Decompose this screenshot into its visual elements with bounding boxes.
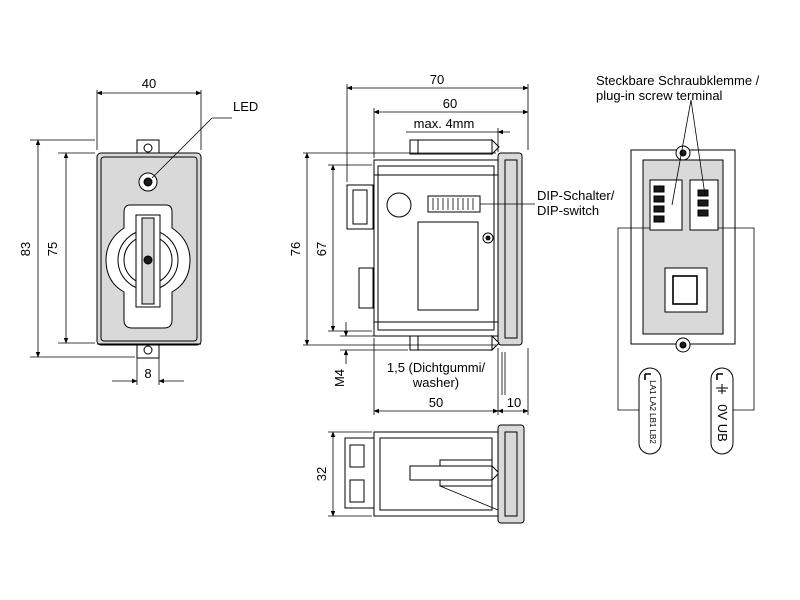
label-dip-en: DIP-switch xyxy=(537,203,599,218)
label-dip-de: DIP-Schalter/ xyxy=(537,188,615,203)
label-plug-right: 0V UB xyxy=(715,404,730,442)
dim-front-height-inner: 75 xyxy=(45,242,60,256)
dim-side-height-67: 67 xyxy=(314,242,329,256)
dim-front-width: 40 xyxy=(142,76,156,91)
dim-side-max: max. 4mm xyxy=(414,116,475,131)
plug-right xyxy=(710,367,734,455)
label-led: LED xyxy=(233,99,258,114)
dim-bottom-height-32: 32 xyxy=(314,467,329,481)
label-plug-left: LA1 LA2 LB1 LB2 xyxy=(648,380,657,444)
ground-icon xyxy=(716,384,728,394)
dim-front-height-outer: 83 xyxy=(18,242,33,256)
dim-side-m4: M4 xyxy=(332,369,347,387)
bottom-view: 32 xyxy=(314,424,525,524)
dim-side-width-total: 70 xyxy=(430,72,444,87)
rear-view: Steckbare Schraubklemme / plug-in screw … xyxy=(596,73,760,455)
dim-side-width-60: 60 xyxy=(443,96,457,111)
bottom-front-plate xyxy=(497,424,525,524)
plug-left xyxy=(638,367,662,455)
rear-window xyxy=(664,267,708,313)
dim-side-height-76: 76 xyxy=(288,242,303,256)
dip-switch xyxy=(427,195,481,213)
side-body xyxy=(373,159,499,337)
bottom-screw xyxy=(409,335,493,351)
dim-side-front-10: 10 xyxy=(507,395,521,410)
front-dimensions: 40 83 75 8 LED xyxy=(18,76,258,385)
top-screw xyxy=(409,139,493,155)
label-washer-de: 1,5 (Dichtgummi/ xyxy=(387,360,486,375)
label-washer-en: washer) xyxy=(412,375,459,390)
front-view xyxy=(96,139,202,359)
label-terminal-de: Steckbare Schraubklemme / xyxy=(596,73,760,88)
side-front-plate xyxy=(497,152,523,346)
side-view xyxy=(346,138,523,352)
dim-front-slot: 8 xyxy=(144,366,151,381)
dim-side-body-50: 50 xyxy=(429,395,443,410)
label-terminal-en: plug-in screw terminal xyxy=(596,88,723,103)
side-dimensions: 70 60 max. 4mm 76 67 M4 50 10 1,5 (Dicht… xyxy=(288,72,615,415)
